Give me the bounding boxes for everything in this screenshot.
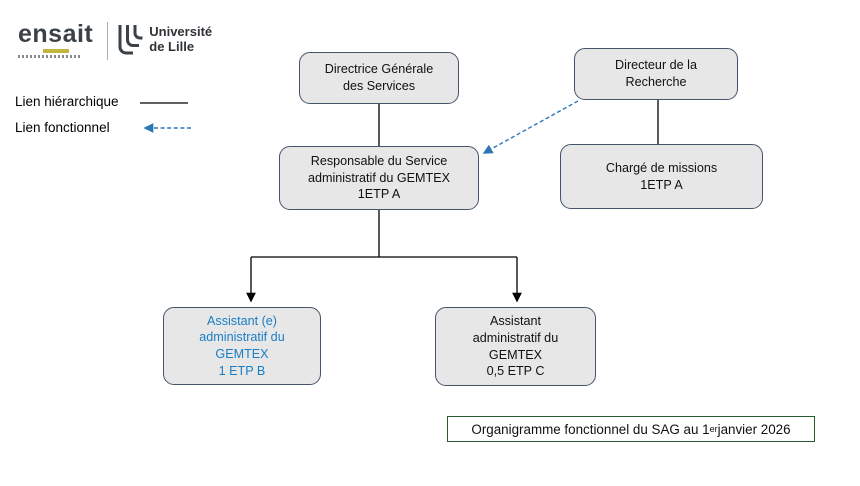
ensait-logo: ensait [18,22,93,58]
ensait-tagline-decoration [18,55,80,58]
org-node-label: Assistant (e) administratif du GEMTEX 1 … [199,313,285,378]
org-node-responsable-sag: Responsable du Service administratif du … [279,146,479,210]
ensait-accent-decoration [42,49,69,53]
org-node-label: Responsable du Service administratif du … [307,154,451,202]
org-node-label: Directrice Générale des Services [324,62,434,93]
org-node-assistant-etp-b: Assistant (e) administratif du GEMTEX 1 … [163,307,321,385]
org-node-label: Chargé de missions 1ETP A [605,160,718,192]
org-node-label: Directeur de la Recherche [615,58,697,89]
legend-hierarchy-label: Lien hiérarchique [15,94,119,109]
universite-de-lille-logo-icon [118,25,143,55]
header-logos: ensait Université de Lille [18,22,212,66]
caption-text-prefix: Organigramme fonctionnel du SAG au 1 [471,421,710,437]
org-node-directeur-recherche: Directeur de la Recherche [574,48,738,100]
ensait-wordmark: ensait [18,20,94,48]
org-node-assistant-etp-c: Assistant administratif du GEMTEX 0,5 ET… [435,307,596,386]
legend-functional-label: Lien fonctionnel [15,120,110,135]
universite-de-lille-wordmark: Université de Lille [149,24,213,54]
caption-text-suffix: janvier 2026 [717,421,791,437]
org-node-label: Assistant administratif du GEMTEX 0,5 ET… [472,314,559,379]
org-node-charge-missions: Chargé de missions 1ETP A [560,144,763,209]
org-node-directrice-generale: Directrice Générale des Services [299,52,459,104]
logo-divider [107,22,109,60]
